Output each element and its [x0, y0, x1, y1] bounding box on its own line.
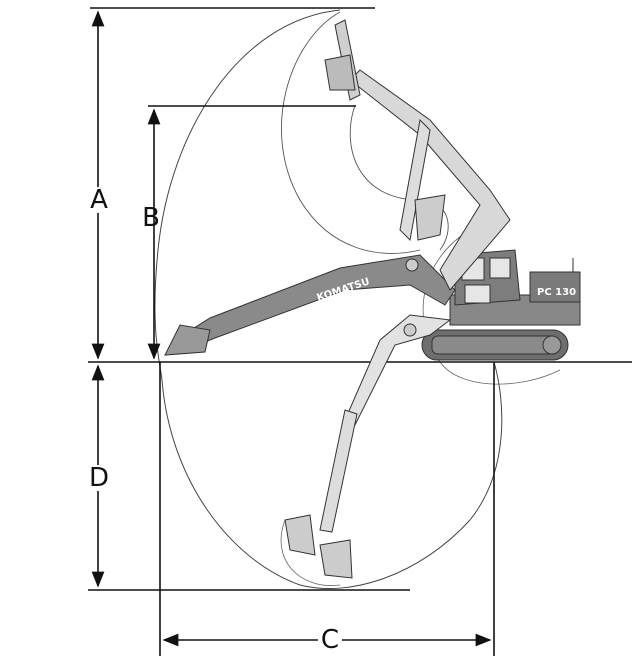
dimension-b-label: B — [142, 203, 160, 233]
dimension-d-label: D — [85, 465, 113, 491]
lower-arc — [280, 519, 341, 586]
arm-lowered — [319, 409, 358, 533]
bucket-raised — [324, 54, 356, 91]
boom-lowered — [344, 314, 452, 426]
bucket-deep — [319, 539, 353, 579]
dimension-a-label: A — [87, 187, 111, 213]
inner-envelope — [281, 11, 421, 254]
cab-model-marking: PC 130 — [537, 287, 576, 298]
bucket-ground — [164, 324, 211, 356]
engine-cover — [529, 271, 581, 303]
dimension-c-label: C — [317, 627, 343, 653]
bucket-lowered — [284, 514, 316, 556]
bucket-mid — [414, 194, 446, 241]
excavator — [164, 19, 581, 579]
reach-envelope — [154, 9, 503, 590]
arm-mid — [399, 118, 431, 242]
